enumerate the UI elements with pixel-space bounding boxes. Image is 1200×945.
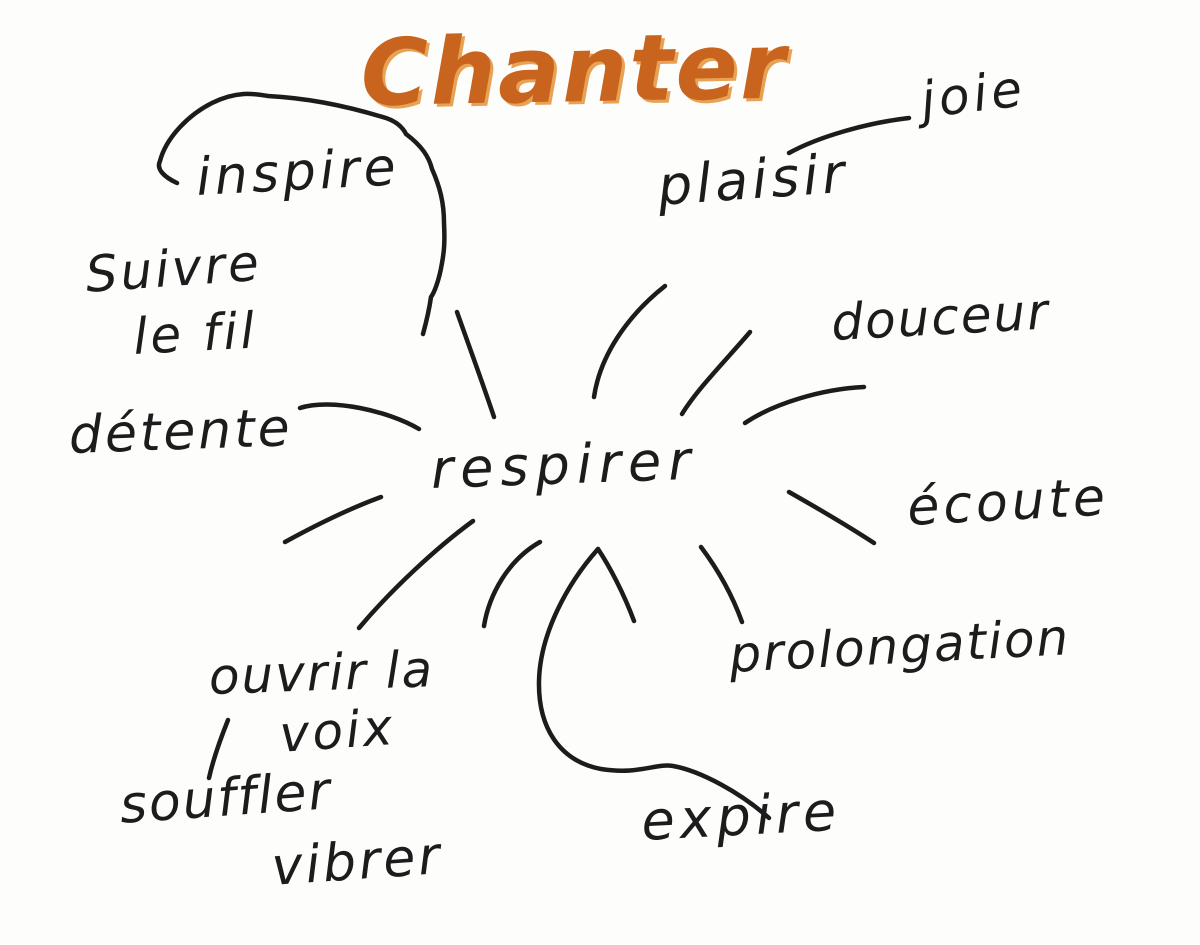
- node-souffler: souffler: [117, 761, 334, 836]
- center-node-respirer: respirer: [429, 428, 699, 501]
- voix-slash-mark: [206, 717, 231, 781]
- node-le-fil: le fil: [131, 301, 259, 366]
- node-inspire: inspire: [194, 137, 401, 208]
- node-douceur: douceur: [829, 282, 1052, 352]
- node-ecoute: écoute: [905, 467, 1111, 538]
- node-ouvrir-la: ouvrir la: [207, 640, 436, 706]
- node-plaisir: plaisir: [655, 141, 851, 218]
- spoke-left-down: [282, 494, 384, 545]
- spoke-up: [591, 283, 668, 400]
- spoke-prolongation: [698, 544, 745, 625]
- node-voix: voix: [277, 697, 398, 764]
- spoke-expire-curve: [536, 546, 772, 821]
- spoke-detente: [297, 402, 422, 432]
- node-expire: expire: [639, 779, 843, 853]
- spoke-upper-left: [454, 309, 497, 420]
- spoke-ecoute: [786, 489, 877, 546]
- spoke-expire-fork: [595, 546, 637, 624]
- node-suivre: Suivre: [83, 233, 264, 304]
- mindmap-title: Chanter: [359, 12, 789, 127]
- node-joie: joie: [917, 59, 1029, 130]
- spoke-voix: [481, 539, 543, 629]
- plaisir-joie-connector: [786, 115, 912, 156]
- inspire-loop-stroke: [156, 91, 447, 337]
- spoke-ouvrir-la-voix: [356, 518, 476, 631]
- node-vibrer: vibrer: [269, 826, 445, 898]
- spoke-douceur: [742, 384, 867, 426]
- node-detente: détente: [67, 398, 294, 466]
- spoke-upper-right: [679, 329, 753, 417]
